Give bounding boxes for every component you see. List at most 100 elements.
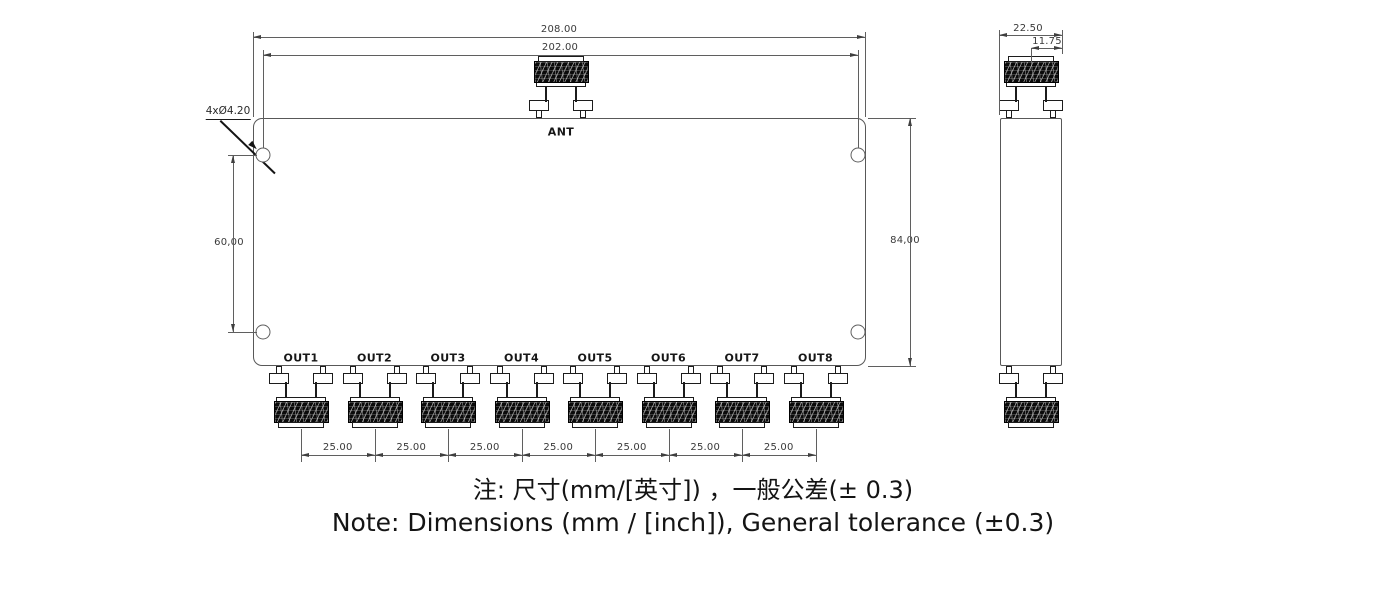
ant-connector-threads xyxy=(534,61,589,83)
dim-arrow xyxy=(374,452,383,457)
dim-line-depth xyxy=(999,35,1062,36)
mount-hole xyxy=(255,324,271,340)
dim-pitch-label: 25.00 xyxy=(469,442,500,453)
out-port-label: OUT7 xyxy=(724,351,760,365)
dim-arrow xyxy=(742,452,750,457)
out8-connector-foot xyxy=(783,373,804,384)
out8-connector-threads xyxy=(788,401,844,423)
out2-connector-cap xyxy=(351,422,398,428)
dim-arrow xyxy=(521,452,530,457)
note-line-english: Note: Dimensions (mm / [inch]), General … xyxy=(331,508,1055,537)
out6-connector-leg xyxy=(652,382,655,398)
dim-pitch-label: 25.00 xyxy=(322,442,353,453)
out3-connector-leg xyxy=(432,382,434,398)
side-bottom-connector-leg xyxy=(1015,382,1017,398)
dim-arrow xyxy=(850,52,858,57)
connector-centerline xyxy=(742,429,743,462)
front-body-outline xyxy=(253,118,866,366)
out6-connector-foot xyxy=(636,373,657,384)
dim-arrow xyxy=(448,452,456,457)
out5-connector-cap xyxy=(572,422,618,428)
out4-connector-threads xyxy=(494,401,550,423)
out7-connector-foot xyxy=(710,373,730,384)
connector-centerline xyxy=(668,429,670,462)
side-top-connector-pin xyxy=(1050,110,1056,118)
out3-connector-foot xyxy=(460,373,480,384)
side-bottom-connector-leg xyxy=(1045,382,1047,398)
ant-connector-foot xyxy=(573,100,593,111)
dim-pitch-label: 25.00 xyxy=(543,442,574,453)
out7-connector-leg xyxy=(726,382,728,398)
dim-pitch-label: 25.00 xyxy=(616,442,647,453)
connector-centerline xyxy=(521,429,523,462)
dim-hole-span-label: 202.00 xyxy=(541,42,579,53)
out4-connector-foot xyxy=(489,373,510,384)
dim-arrow xyxy=(230,324,235,332)
out8-connector-cap xyxy=(792,422,839,428)
dim-arrow xyxy=(907,118,912,126)
connector-centerline xyxy=(815,429,817,462)
connector-centerline xyxy=(595,429,596,462)
dim-arrow xyxy=(301,452,309,457)
ant-connector-cap xyxy=(538,56,584,62)
out5-connector-leg xyxy=(609,382,611,398)
mount-hole xyxy=(255,147,271,163)
dim-tick xyxy=(815,447,817,462)
dim-line-offset xyxy=(1031,48,1062,49)
out6-connector-threads xyxy=(641,401,697,423)
side-bottom-connector-cap xyxy=(1008,422,1054,428)
ant-connector-pin xyxy=(536,110,542,118)
dim-arrow xyxy=(907,358,912,366)
out-port-label: OUT2 xyxy=(356,351,393,365)
side-top-connector-pin xyxy=(1006,110,1012,118)
out5-connector-foot xyxy=(607,373,627,384)
out2-connector-foot xyxy=(342,373,363,384)
dim-overall-width-label: 208.00 xyxy=(540,24,578,35)
note-line-chinese: 注: 尺寸(mm/[英寸]) ，一般公差(± 0.3) xyxy=(472,476,914,504)
dim-arrow xyxy=(440,452,448,457)
ext-line xyxy=(253,32,254,117)
out6-connector-leg xyxy=(682,382,685,398)
out1-connector-leg xyxy=(285,382,287,398)
dim-pitch-label: 25.00 xyxy=(763,442,794,453)
out6-connector-cap xyxy=(645,422,692,428)
out4-connector-cap xyxy=(498,422,545,428)
ext-line xyxy=(999,30,1000,115)
side-top-connector-threads xyxy=(1004,61,1059,83)
side-top-connector-leg xyxy=(1045,86,1047,102)
out5-connector-threads xyxy=(568,401,623,423)
hole-diameter-callout: 4xØ4.20 xyxy=(205,106,251,120)
dim-arrow xyxy=(660,452,669,457)
out8-connector-leg xyxy=(829,382,832,398)
ext-line xyxy=(228,155,257,156)
out2-connector-leg xyxy=(358,382,361,398)
dim-arrow xyxy=(1054,45,1062,50)
out3-connector-foot xyxy=(416,373,436,384)
dim-arrow xyxy=(230,155,235,163)
dim-pitch-label: 25.00 xyxy=(396,442,427,453)
out2-connector-leg xyxy=(388,382,391,398)
side-bottom-connector-threads xyxy=(1004,401,1059,423)
out1-connector-threads xyxy=(274,401,329,423)
out7-connector-cap xyxy=(719,422,765,428)
out4-connector-foot xyxy=(533,373,554,384)
ant-connector-leg xyxy=(545,86,547,102)
dim-arrow xyxy=(513,452,522,457)
out2-connector-threads xyxy=(347,401,403,423)
ext-line xyxy=(868,118,916,119)
dim-line-202 xyxy=(263,55,858,56)
dim-line-84 xyxy=(910,118,911,366)
dim-arrow xyxy=(1054,32,1062,37)
ant-connector-leg xyxy=(575,86,577,102)
out2-connector-foot xyxy=(386,373,407,384)
out7-connector-threads xyxy=(715,401,770,423)
side-top-connector-foot xyxy=(1043,100,1063,111)
ext-tick xyxy=(1031,48,1032,62)
connector-centerline xyxy=(301,429,302,462)
mount-hole xyxy=(850,324,866,340)
out3-connector-cap xyxy=(425,422,471,428)
dim-line-208 xyxy=(253,37,865,38)
out8-connector-foot xyxy=(827,373,848,384)
dim-arrow xyxy=(263,52,271,57)
